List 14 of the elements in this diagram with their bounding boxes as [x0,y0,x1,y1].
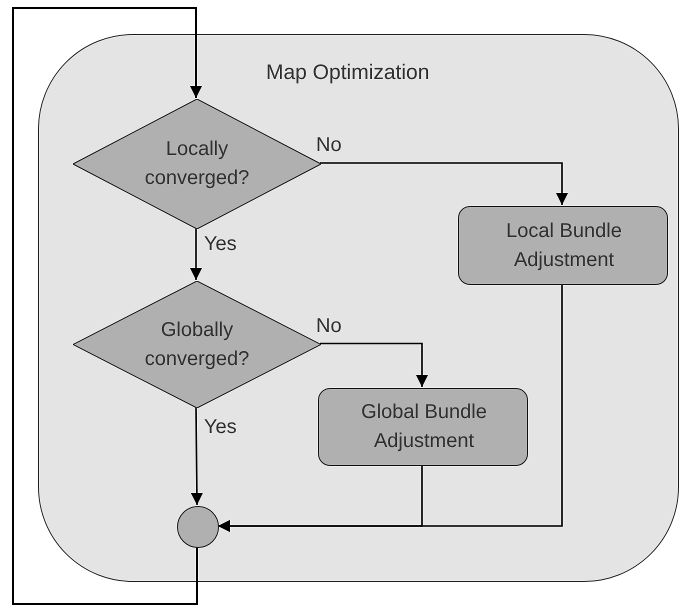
arrow [320,162,568,205]
merge-circle [177,506,219,548]
arrow [190,228,202,280]
process-text: Global Bundle Adjustment [360,400,488,454]
decision-text: Locally converged? [144,137,250,191]
group-title: Map Optimization [266,61,430,85]
arrow [320,342,428,387]
process-text: Local Bundle Adjustment [505,218,623,272]
process-box [318,388,528,466]
arrow [218,465,423,532]
arrow [12,7,202,605]
decision-text: Globally converged? [144,318,250,372]
process-box [458,206,668,285]
arrow [190,407,203,505]
